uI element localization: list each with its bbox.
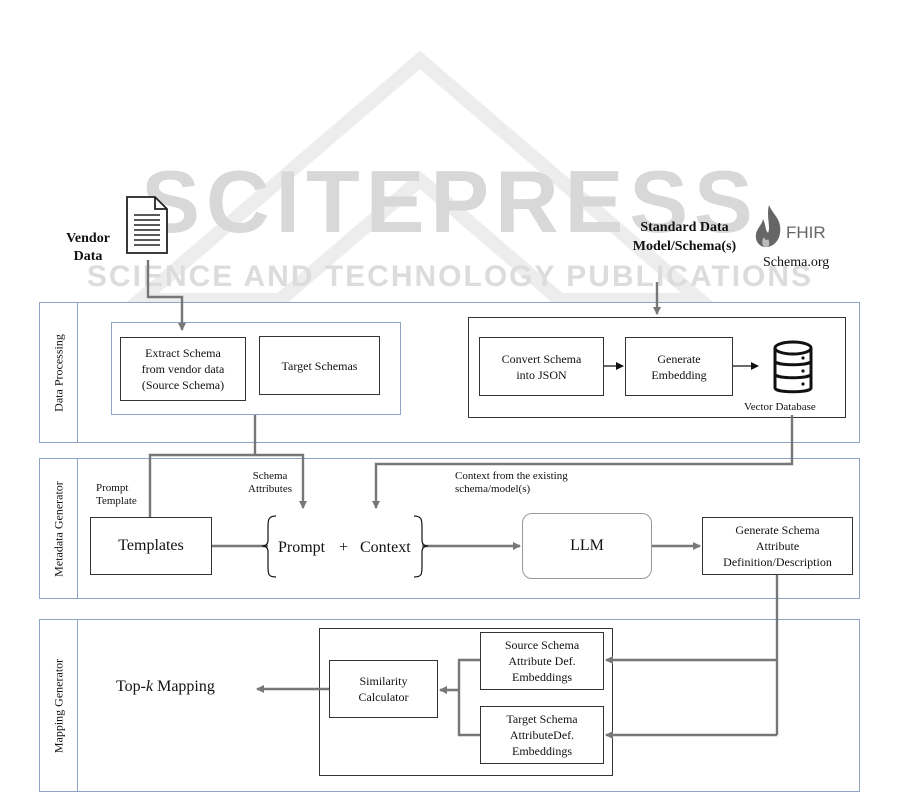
fhir-text: FHIR — [786, 223, 826, 242]
prompt-template-line1: Prompt — [96, 482, 129, 494]
embedding-line1: Generate — [657, 351, 701, 366]
document-icon — [126, 196, 168, 254]
context-note-line2: schema/model(s) — [455, 483, 531, 495]
source-embeddings-box: Source Schema Attribute Def. Embeddings — [480, 632, 604, 690]
llm-label: LLM — [570, 537, 604, 554]
database-icon — [773, 340, 813, 394]
extract-line3: (Source Schema) — [141, 378, 225, 392]
target-emb-line3: Embeddings — [512, 744, 572, 758]
prompt-label: Prompt — [278, 539, 326, 556]
target-emb-line2: AttributeDef. — [509, 728, 575, 742]
source-emb-line3: Embeddings — [512, 670, 572, 684]
schema-attributes-line2: Attributes — [248, 483, 292, 495]
prompt-template-label: Prompt Template — [96, 482, 137, 508]
vendor-label-line2: Data — [73, 249, 103, 264]
generate-embedding-box: Generate Embedding — [625, 337, 733, 396]
left-brace — [261, 515, 277, 578]
vendor-to-extract-arrow — [146, 260, 186, 331]
vendor-label-line1: Vendor — [66, 231, 110, 246]
schema-attributes-label: Schema Attributes — [240, 470, 300, 496]
target-schemas-label: Target Schemas — [281, 358, 358, 373]
convert-schema-box: Convert Schema into JSON — [479, 337, 604, 396]
schema-attributes-line1: Schema — [252, 470, 288, 482]
templates-label: Templates — [118, 537, 184, 554]
metadata-generator-label-box: Metadata Generator — [40, 459, 78, 598]
generate-definition-box: Generate Schema Attribute Definition/Des… — [702, 517, 853, 575]
source-to-similarity-line — [457, 658, 480, 737]
right-brace — [413, 515, 429, 578]
standard-data-label: Standard Data Model/Schema(s) — [617, 218, 752, 256]
prompt-template-line — [148, 453, 255, 517]
target-embeddings-box: Target Schema AttributeDef. Embeddings — [480, 706, 604, 764]
extract-line1: Extract Schema — [145, 346, 221, 360]
generate-def-line3: Definition/Description — [723, 555, 832, 569]
templates-box: Templates — [90, 517, 212, 575]
similarity-line2: Calculator — [358, 690, 409, 704]
vendor-data-label: Vendor Data — [58, 230, 118, 266]
similarity-line1: Similarity — [359, 674, 408, 688]
generate-def-line2: Attribute — [755, 539, 800, 553]
top-k-prefix: Top- — [116, 678, 146, 695]
context-note-label: Context from the existing schema/model(s… — [455, 470, 568, 496]
standard-label-line1: Standard Data — [640, 220, 729, 235]
schema-org-label: Schema.org — [763, 255, 830, 270]
embedding-line2: Embedding — [651, 367, 707, 382]
target-schemas-box: Target Schemas — [259, 336, 380, 395]
top-k-k: k — [145, 678, 154, 695]
mapping-generator-panel: Mapping Generator — [39, 619, 860, 792]
convert-line1: Convert Schema — [501, 351, 582, 366]
context-note-line1: Context from the existing — [455, 470, 568, 482]
vector-database-label: Vector Database — [744, 401, 816, 413]
plus-sign: + — [339, 539, 349, 556]
embedding-group — [319, 628, 613, 776]
prompt-template-line2: Template — [96, 495, 137, 507]
llm-box: LLM — [522, 513, 652, 579]
target-emb-line1: Target Schema — [506, 712, 578, 726]
top-k-mapping-label: Top-k Mapping — [116, 678, 215, 696]
vector-db-to-context-arrow — [372, 415, 794, 509]
context-label: Context — [360, 539, 411, 556]
data-processing-label-box: Data Processing — [40, 303, 78, 442]
mapping-generator-label-box: Mapping Generator — [40, 620, 78, 791]
source-emb-line1: Source Schema — [504, 638, 580, 652]
standard-label-line2: Model/Schema(s) — [632, 239, 737, 254]
top-k-suffix: Mapping — [153, 678, 215, 695]
convert-line2: into JSON — [516, 367, 567, 382]
similarity-calculator-box: Similarity Calculator — [329, 660, 438, 718]
schema-attributes-arrow — [253, 415, 307, 509]
standard-schema-group — [468, 317, 846, 418]
generate-def-line1: Generate Schema — [735, 523, 820, 537]
extract-schema-box: Extract Schema from vendor data (Source … — [120, 337, 246, 401]
source-emb-line2: Attribute Def. — [508, 654, 576, 668]
fhir-flame-icon — [755, 205, 781, 247]
vendor-schema-group — [111, 322, 401, 415]
extract-line2: from vendor data — [141, 362, 225, 376]
